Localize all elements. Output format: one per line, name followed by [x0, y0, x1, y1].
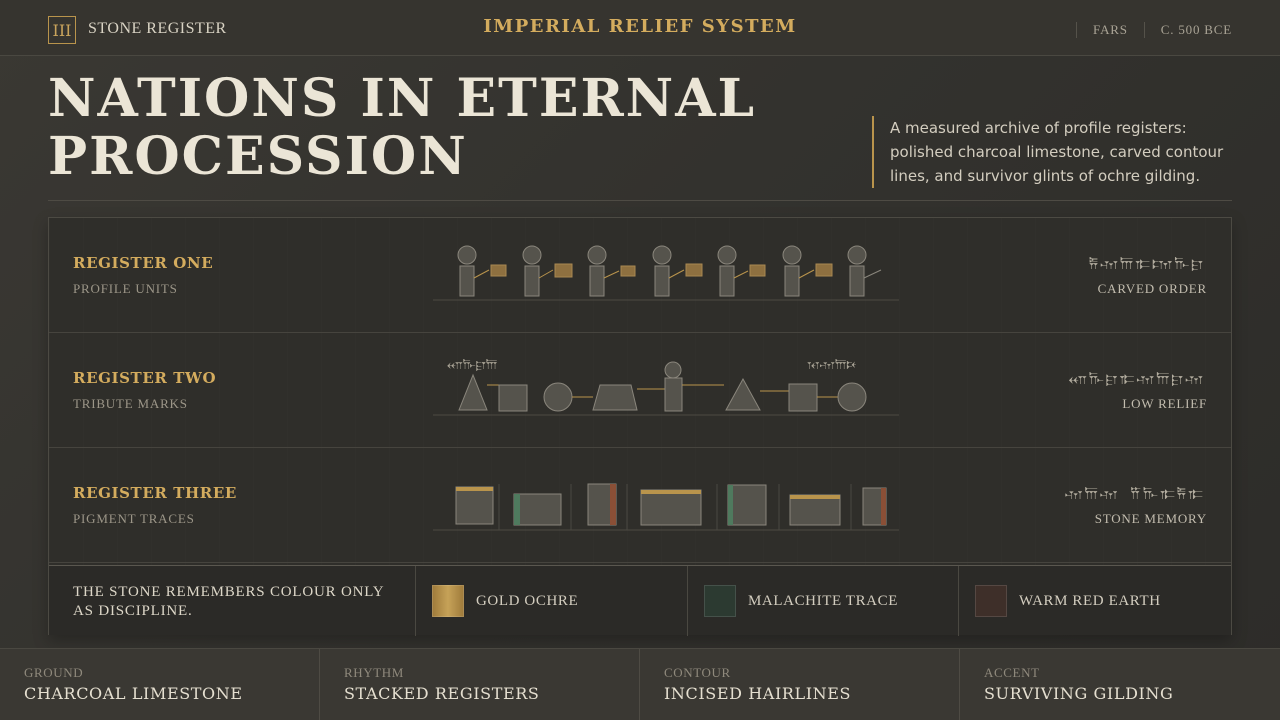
register-right-label: LOW RELIEF [1122, 396, 1207, 411]
spec-value: SURVIVING GILDING [984, 684, 1174, 703]
register-title: REGISTER TWO [73, 369, 217, 387]
spec-rhythm: RHYTHM STACKED REGISTERS [320, 649, 640, 720]
cuneiform-inscription: 𐎱𐎶𐎠𐎣𐎫𐎨𐎼 [1089, 255, 1205, 273]
profile-figure [782, 245, 833, 297]
triangle-mark [725, 377, 761, 411]
swatch-gold-ochre[interactable]: GOLD OCHRE [415, 566, 687, 636]
profile-figure [587, 245, 636, 297]
colour-legend: THE STONE REMEMBERS COLOUR ONLY AS DISCI… [49, 565, 1231, 636]
pigment-blocks [455, 483, 887, 526]
profile-figure [457, 245, 507, 297]
register-dividers [498, 484, 852, 530]
inscription-fragment-left: 𐎧𐎨𐎼𐎠 [447, 358, 497, 373]
swatch-label: MALACHITE TRACE [748, 593, 898, 609]
register-title: REGISTER ONE [73, 254, 214, 272]
spec-key: CONTOUR [664, 665, 731, 680]
swatch-malachite-trace[interactable]: MALACHITE TRACE [687, 566, 958, 636]
swatch-label: GOLD OCHRE [476, 593, 579, 609]
triangle-mark [458, 373, 488, 411]
swatch-warm-red-earth[interactable]: WARM RED EARTH [958, 566, 1231, 636]
square-mark [498, 384, 528, 412]
register-right-label: STONE MEMORY [1094, 511, 1207, 526]
brand-label[interactable]: STONE REGISTER [88, 20, 227, 37]
register-right-label: CARVED ORDER [1097, 281, 1207, 296]
register-three: REGISTER THREE PIGMENT TRACES 𐎶𐎠𐎶 𐎡𐎨𐎣𐎱𐎣 … [49, 448, 1231, 563]
profile-figure [522, 245, 573, 297]
legend-motto: THE STONE REMEMBERS COLOUR ONLY AS DISCI… [73, 584, 384, 619]
register-subtitle: PIGMENT TRACES [73, 511, 195, 526]
top-bar: III STONE REGISTER IMPERIAL RELIEF SYSTE… [0, 0, 1280, 56]
profile-figure [847, 245, 882, 297]
meta-date: C. 500 BCE [1143, 22, 1232, 38]
spec-key: RHYTHM [344, 665, 404, 680]
tribute-shapes [458, 361, 867, 412]
page-title-line-1: NATIONS IN ETERNAL [48, 68, 757, 129]
cuneiform-inscription: 𐎶𐎠𐎶 𐎡𐎨𐎣𐎱𐎣 [1064, 485, 1205, 503]
spec-accent: ACCENT SURVIVING GILDING [960, 649, 1280, 720]
profile-figure [717, 245, 766, 297]
tribute-marks-relief: 𐎧𐎨𐎼𐎠 𐎰𐎶𐎠𐎴 [433, 358, 899, 416]
gold-ochre-swatch [432, 585, 464, 617]
trapezoid-mark [592, 384, 638, 411]
spec-key: ACCENT [984, 665, 1040, 680]
swatch-label: WARM RED EARTH [1019, 593, 1161, 609]
footer-spec-bar: GROUND CHARCOAL LIMESTONE RHYTHM STACKED… [0, 648, 1280, 720]
system-title: IMPERIAL RELIEF SYSTEM [483, 16, 797, 37]
register-one: REGISTER ONE PROFILE UNITS [49, 218, 1231, 333]
spec-contour: CONTOUR INCISED HAIRLINES [640, 649, 960, 720]
spec-value: INCISED HAIRLINES [664, 684, 852, 703]
spec-ground: GROUND CHARCOAL LIMESTONE [0, 649, 320, 720]
figure-mark [664, 377, 683, 412]
divider [48, 200, 1232, 201]
top-meta: FARS C. 500 BCE [1076, 22, 1232, 38]
page-title-line-2: PROCESSION [48, 126, 468, 187]
register-title: REGISTER THREE [73, 484, 237, 502]
profile-figure [652, 245, 703, 297]
pigment-traces-relief [433, 483, 899, 531]
warm-red-earth-swatch [975, 585, 1007, 617]
page-description: A measured archive of profile registers:… [872, 116, 1232, 188]
spec-key: GROUND [24, 665, 84, 680]
circle-mark [837, 382, 867, 412]
page-title: NATIONS IN ETERNAL PROCESSION [48, 70, 828, 186]
spec-value: STACKED REGISTERS [344, 684, 540, 703]
spec-value: CHARCOAL LIMESTONE [24, 684, 243, 703]
malachite-trace-swatch [704, 585, 736, 617]
register-subtitle: TRIBUTE MARKS [73, 396, 188, 411]
register-two: REGISTER TWO TRIBUTE MARKS 𐎧𐎨𐎼𐎠 𐎰𐎶𐎠𐎴 [49, 333, 1231, 448]
register-panel: REGISTER ONE PROFILE UNITS [48, 217, 1232, 636]
meta-region: FARS [1076, 22, 1144, 38]
cuneiform-inscription: 𐎧𐎨𐎼𐎣𐎶𐎠𐎼𐎶 [1068, 370, 1205, 388]
square-mark [788, 383, 818, 412]
register-numeral-badge: III [48, 16, 76, 44]
register-subtitle: PROFILE UNITS [73, 281, 178, 296]
circle-mark [543, 382, 573, 412]
profile-figures-relief [433, 245, 899, 301]
inscription-fragment-right: 𐎰𐎶𐎠𐎴 [807, 358, 856, 373]
